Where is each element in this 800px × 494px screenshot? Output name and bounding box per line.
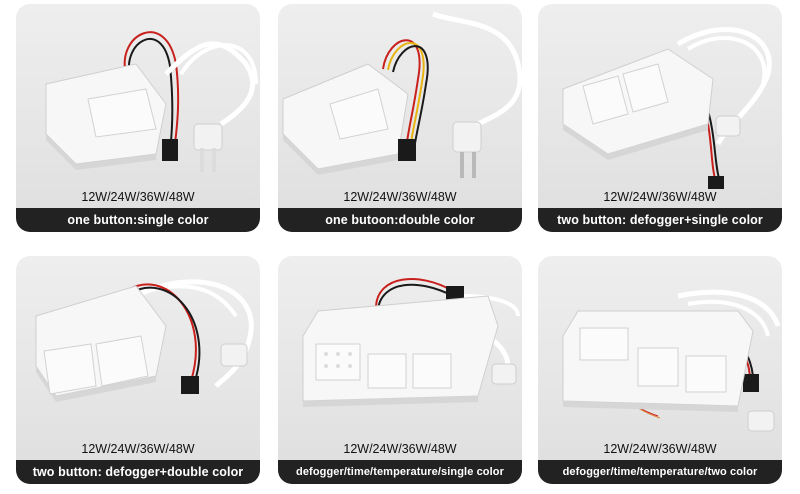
product-photo — [302, 278, 520, 407]
caption-band: defogger/time/temperature/single color — [278, 460, 522, 484]
product-photo — [45, 31, 258, 172]
wattage-label: 12W/24W/36W/48W — [603, 442, 717, 456]
product-card-two-button-single: 12W/24W/36W/48W two button: defogger+sin… — [538, 4, 782, 232]
wattage-label: 12W/24W/36W/48W — [343, 442, 457, 456]
caption-band: defogger/time/temperature/two color — [538, 460, 782, 484]
caption-band: two button: defogger+single color — [538, 208, 782, 232]
caption-band: two button: defogger+double color — [16, 460, 260, 484]
caption-band: one button:single color — [16, 208, 260, 232]
product-photo — [562, 27, 772, 189]
product-card-defogger-time-temp-two: 12W/24W/36W/48W defogger/time/temperatur… — [538, 256, 782, 484]
product-photo — [282, 11, 522, 178]
product-card-two-button-double: 12W/24W/36W/48W two button: defogger+dou… — [16, 256, 260, 484]
wattage-label: 12W/24W/36W/48W — [81, 442, 195, 456]
product-card-one-button-single: 12W/24W/36W/48W one button:single color — [16, 4, 260, 232]
product-card-defogger-time-temp-single: 12W/24W/36W/48W defogger/time/temperatur… — [278, 256, 522, 484]
product-photo — [562, 289, 781, 432]
product-card-one-button-double: 12W/24W/36W/48W one butoon:double color — [278, 4, 522, 232]
wattage-label: 12W/24W/36W/48W — [603, 190, 717, 204]
wattage-label: 12W/24W/36W/48W — [81, 190, 195, 204]
wattage-label: 12W/24W/36W/48W — [343, 190, 457, 204]
caption-band: one butoon:double color — [278, 208, 522, 232]
product-photo — [35, 279, 254, 402]
